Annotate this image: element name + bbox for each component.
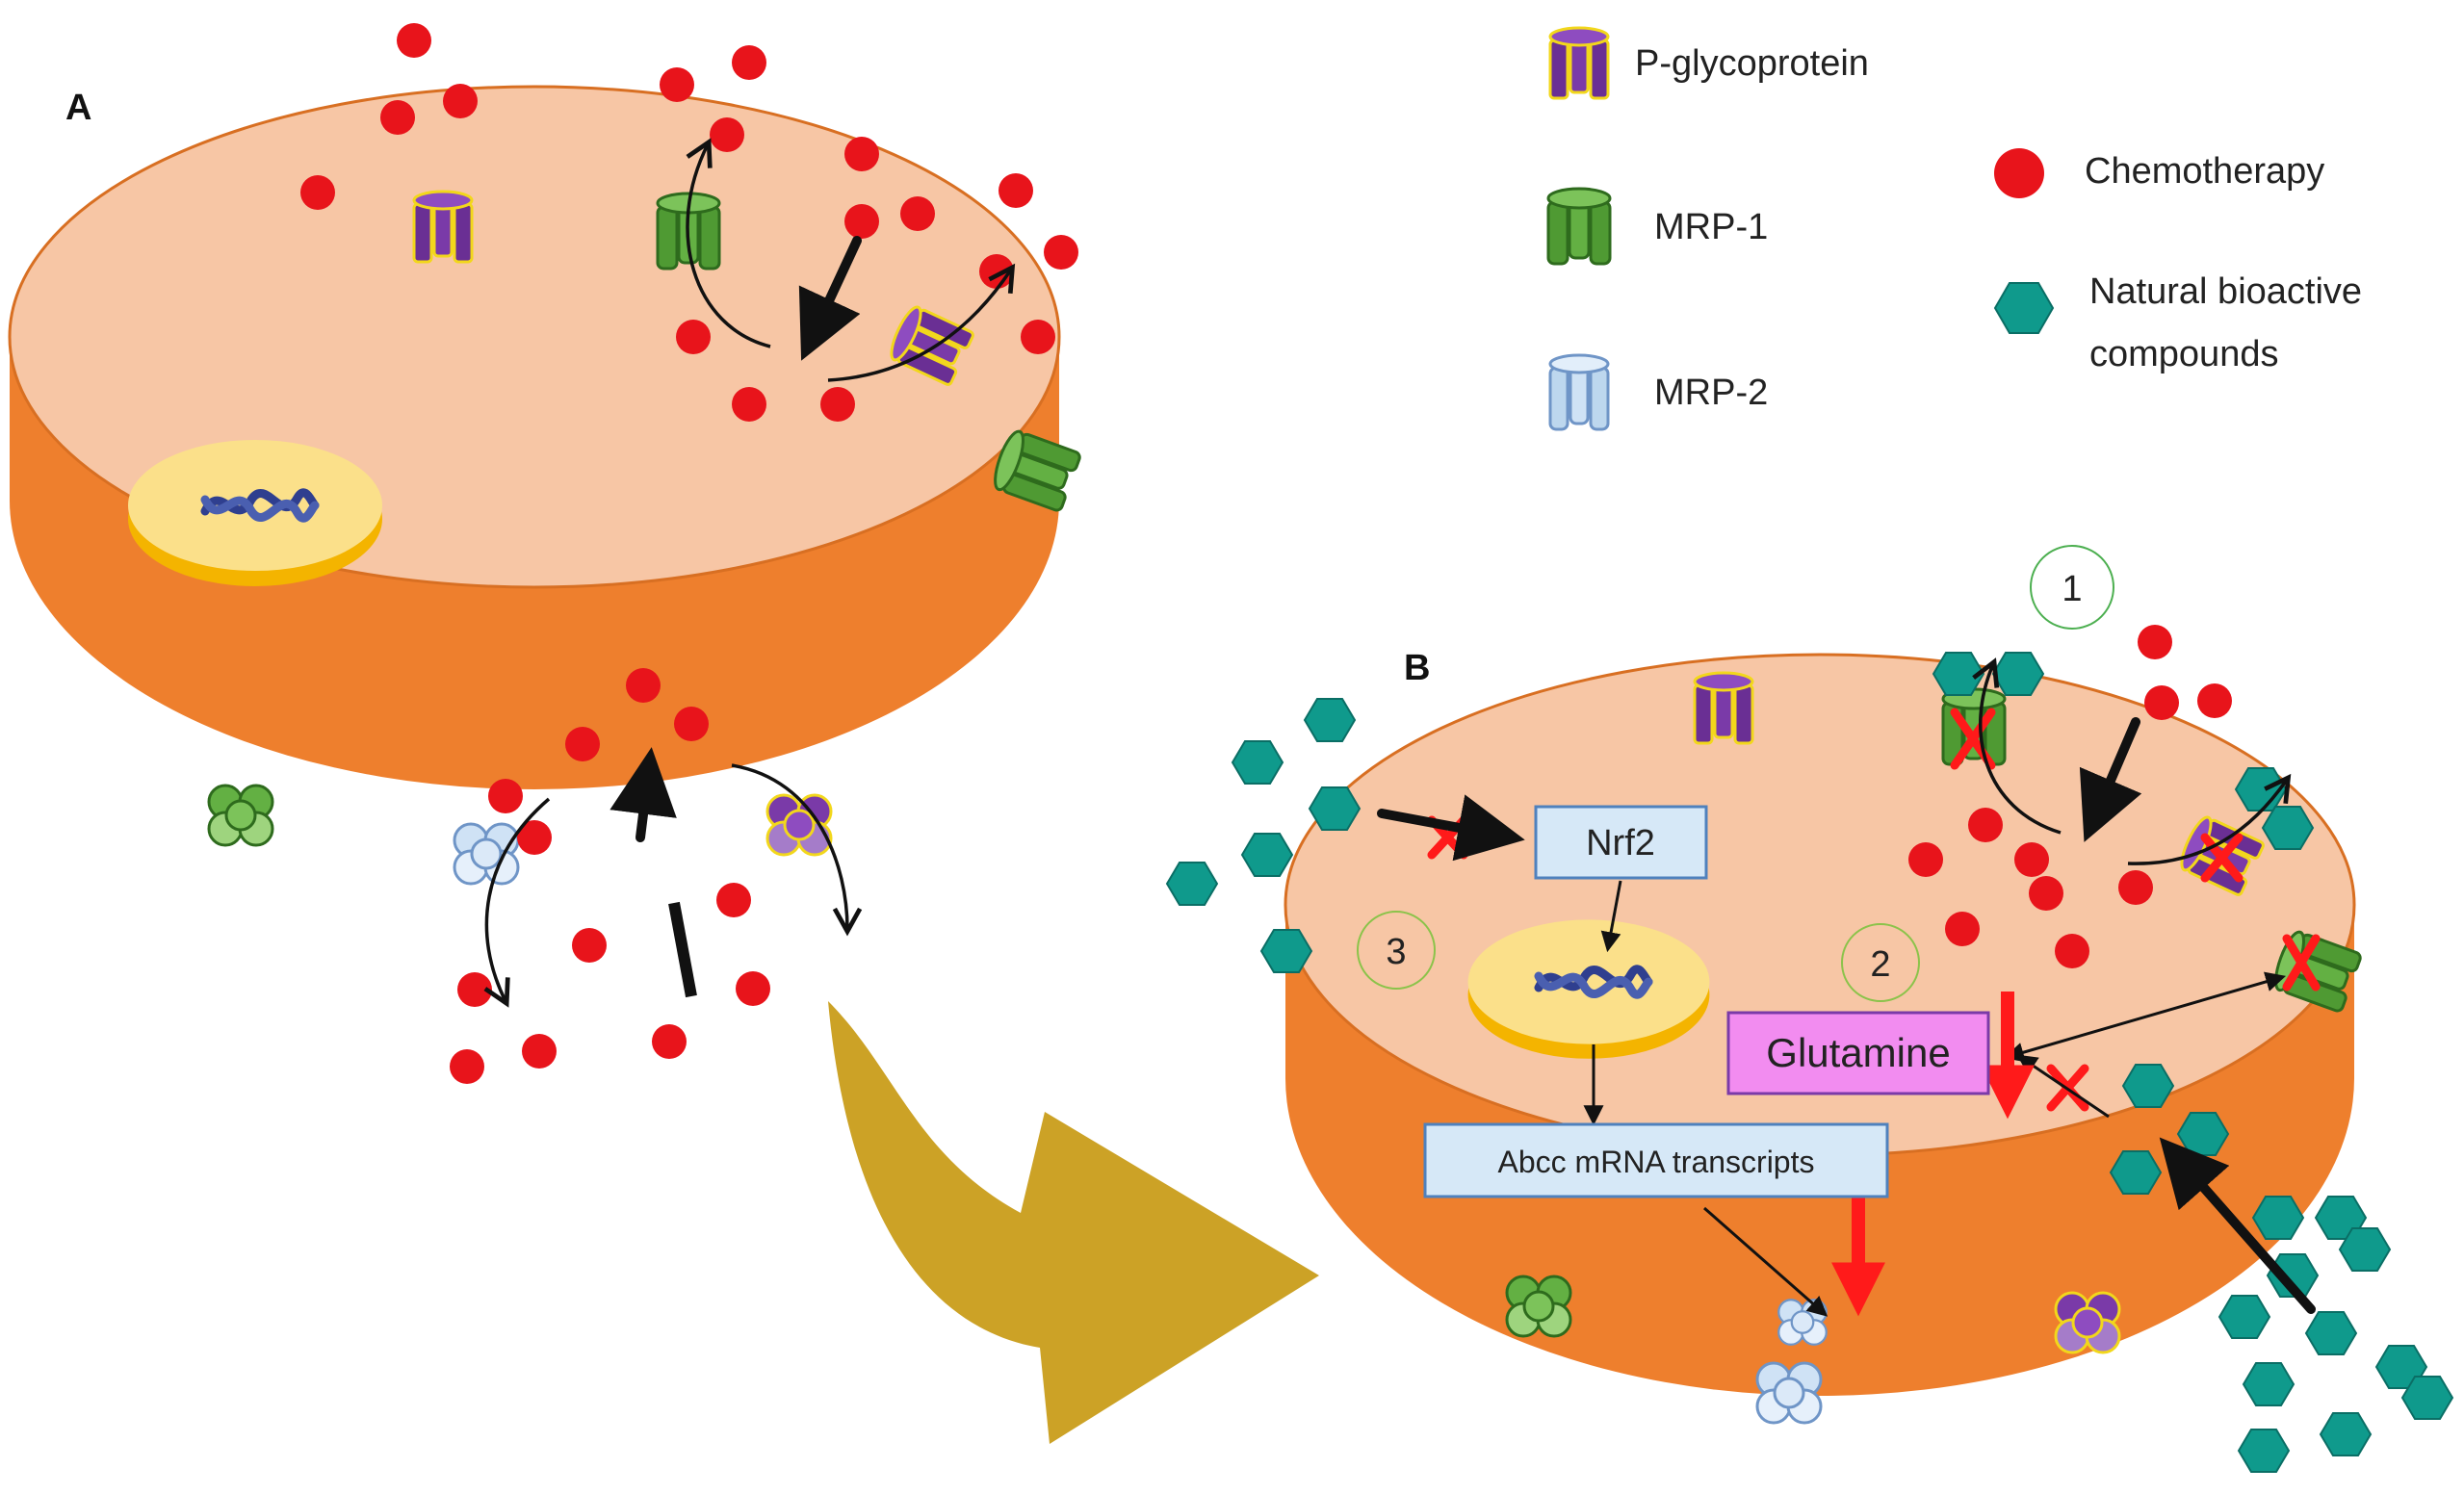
nucleus-b [1467, 919, 1710, 1059]
nucleus-a [128, 440, 382, 586]
legend-pgp-label: P-glycoprotein [1635, 43, 1869, 84]
pgp-cluster-icon [2054, 1291, 2121, 1354]
panel-label-a: A [65, 88, 91, 128]
abcc-label: Abcc mRNA transcripts [1498, 1145, 1815, 1179]
pgp-transporter-icon [412, 190, 474, 264]
marker-1: 1 [2030, 545, 2114, 630]
cell-a [8, 85, 1061, 789]
decrease-arrows [1831, 992, 2035, 1317]
glutamine-box: Glutamine [1726, 1011, 1990, 1095]
mrp1-transporter-icon [1941, 687, 2007, 766]
natural-compounds [1165, 652, 2454, 1473]
signal-arrows-b [1583, 880, 2287, 1317]
legend-pgp-icon [1548, 26, 1610, 100]
transition-arrow [828, 1001, 1319, 1444]
legend-mrp1-label: MRP-1 [1654, 207, 1768, 247]
legend-natural-label-line1: Natural bioactive [2089, 271, 2362, 312]
mrp2-cluster-icon [1777, 1299, 1828, 1346]
mrp2-cluster-icon [1755, 1361, 1823, 1425]
marker-2-label: 2 [1870, 944, 1890, 985]
legend-mrp1-icon [1546, 187, 1612, 266]
legend-mrp2-label: MRP-2 [1654, 373, 1768, 413]
legend-mrp2-icon [1548, 353, 1610, 431]
legend-chemo-label: Chemotherapy [2085, 151, 2324, 192]
abcc-box: Abcc mRNA transcripts [1423, 1122, 1889, 1198]
influx-arrows-b [1377, 717, 2316, 1314]
efflux-arrows-b [1972, 657, 2292, 865]
marker-3: 3 [1357, 911, 1436, 990]
chemo-dots-a [300, 23, 1078, 1084]
marker-3-label: 3 [1386, 932, 1406, 972]
nrf2-box: Nrf2 [1534, 805, 1708, 880]
mrp2-cluster-icon [453, 822, 520, 886]
influx-arrows-a [610, 236, 862, 998]
nrf2-label: Nrf2 [1586, 823, 1655, 863]
legend-chemo-icon [1994, 148, 2044, 198]
legend-natural-icon [1993, 282, 2055, 334]
chemo-dots-b [1908, 625, 2232, 968]
mrp1-cluster-icon [207, 784, 274, 847]
efflux-arrows-a [483, 138, 1016, 1008]
legend-natural-label-line2: compounds [2089, 334, 2278, 374]
mrp1-cluster-icon [1505, 1275, 1572, 1338]
panel-label-b: B [1404, 648, 1430, 688]
glutamine-label: Glutamine [1766, 1030, 1950, 1075]
marker-1-label: 1 [2062, 569, 2082, 609]
marker-2: 2 [1841, 923, 1920, 1002]
pgp-transporter-icon [1693, 671, 1754, 745]
legend: P-glycoprotein MRP-1 MRP-2 Chemotherapy … [1546, 26, 2362, 431]
